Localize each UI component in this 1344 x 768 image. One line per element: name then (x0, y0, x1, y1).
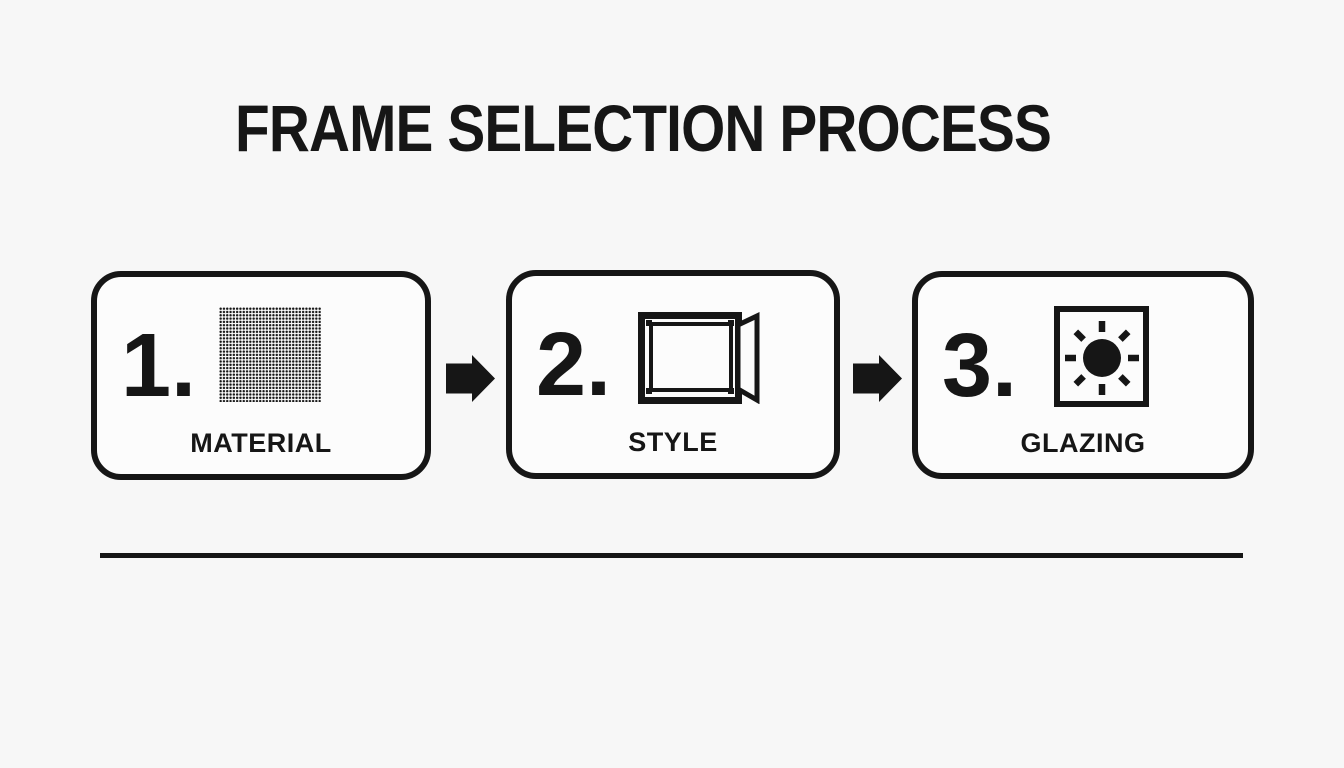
dotted-material-swatch-icon (219, 307, 321, 402)
arrow-right-icon (853, 355, 902, 402)
open-frame-icon (638, 312, 762, 404)
page-title: FRAME SELECTION PROCESS (235, 91, 1052, 165)
step-number: 3. (942, 316, 1018, 416)
arrow-right-icon (446, 355, 495, 402)
step-box-material: 1. MATERIAL (91, 271, 431, 480)
sun-in-glass-icon (1054, 306, 1149, 407)
step-box-glazing: 3. GLAZING (912, 271, 1254, 479)
step-number: 2. (536, 315, 612, 415)
step-label: STYLE (628, 427, 718, 457)
step-label: MATERIAL (190, 428, 332, 458)
step-label: GLAZING (1020, 428, 1146, 458)
divider-line (100, 553, 1243, 558)
step-box-style: 2. STYLE (506, 270, 840, 479)
step-number: 1. (121, 316, 197, 416)
